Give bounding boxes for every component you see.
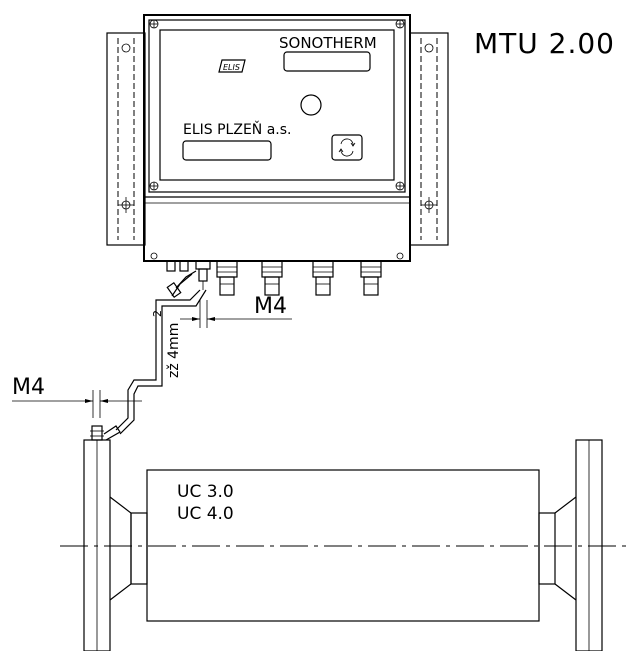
brand-label: SONOTHERM	[279, 34, 377, 52]
manufacturer-label: ELIS PLZEŇ a.s.	[183, 121, 292, 138]
sensor-label-line2: UC 4.0	[177, 504, 234, 524]
left-cone	[109, 496, 148, 601]
mount-hole-right	[396, 252, 404, 260]
mount-hole-left	[150, 252, 158, 260]
upper-m4-dimension: M4	[180, 294, 292, 328]
control-unit: ELIS SONOTHERM ELIS PLZEŇ a.s.	[106, 14, 449, 299]
lower-thread-label: M4	[12, 375, 45, 400]
lower-display-window	[182, 140, 272, 161]
upper-display-window	[283, 51, 371, 72]
upper-thread-label: M4	[254, 294, 287, 319]
front-panel	[159, 29, 395, 181]
indicator-lamp	[300, 94, 322, 116]
drawing-title: MTU 2.00	[474, 27, 615, 60]
logo-text: ELIS	[223, 63, 240, 72]
earth-wire: zž 4mm 2	[115, 289, 207, 435]
left-flange	[83, 425, 121, 651]
right-cone	[538, 496, 577, 601]
left-mounting-bracket	[106, 32, 146, 246]
flow-sensor: UC 3.0 UC 4.0	[60, 425, 632, 651]
sensor-label-line1: UC 3.0	[177, 482, 234, 502]
right-mounting-bracket	[409, 32, 449, 246]
reset-button	[331, 134, 363, 161]
cable-glands	[216, 260, 382, 296]
wire-superscript: 2	[151, 310, 164, 317]
lower-m4-dimension: M4	[12, 375, 142, 418]
corner-screws	[149, 19, 405, 191]
wire-spec-label: zž 4mm	[166, 323, 182, 378]
elis-logo: ELIS	[218, 59, 246, 73]
earth-terminal-unit	[166, 260, 211, 299]
